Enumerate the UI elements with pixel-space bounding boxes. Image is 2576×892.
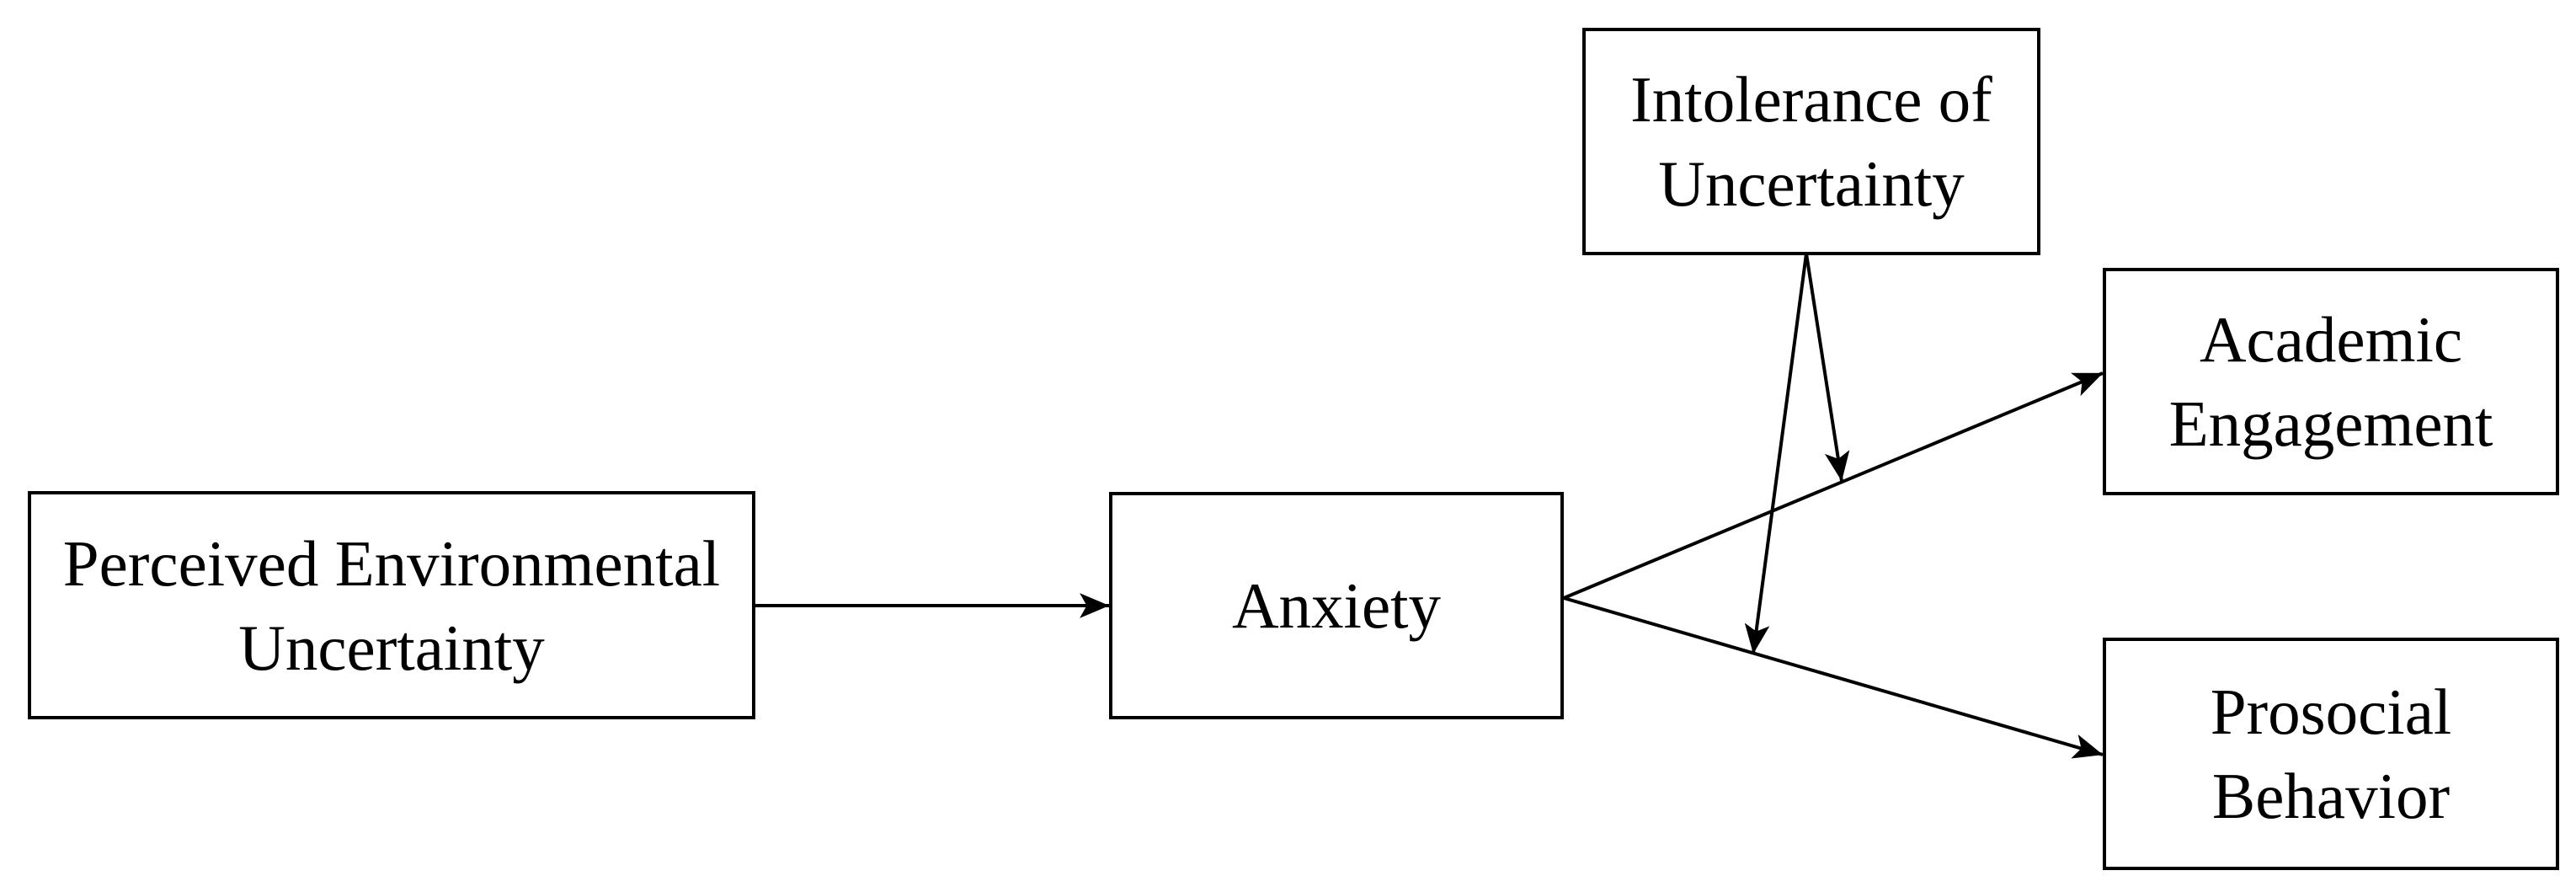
box-label-line: Engagement [2168, 387, 2493, 460]
connector-iou-moderation-on-prosocial-path [1744, 253, 1808, 654]
box-label-line: Prosocial [2210, 676, 2452, 748]
connector-iou-moderation-on-academic-path [1805, 253, 1850, 482]
box-intolerance-of-uncertainty: Intolerance of Uncertainty [1582, 28, 2040, 255]
box-label-line: Uncertainty [1658, 147, 1965, 220]
box-label-line: Academic [2199, 303, 2463, 376]
box-label-line: Uncertainty [238, 611, 545, 684]
box-label-line: Intolerance of [1630, 63, 1992, 136]
box-label-line: Perceived Environmental [62, 526, 721, 600]
box-perceived-environmental-uncertainty: Perceived Environmental Uncertainty [28, 491, 755, 719]
connector-anxiety-to-academic-engagement [1563, 371, 2104, 600]
box-label-line: Anxiety [1231, 569, 1442, 642]
box-anxiety: Anxiety [1109, 492, 1564, 719]
connector-anxiety-to-prosocial-behavior [1563, 596, 2104, 759]
box-academic-engagement: Academic Engagement [2103, 268, 2559, 495]
box-prosocial-behavior: Prosocial Behavior [2103, 638, 2559, 870]
box-label-line: Behavior [2211, 760, 2451, 832]
